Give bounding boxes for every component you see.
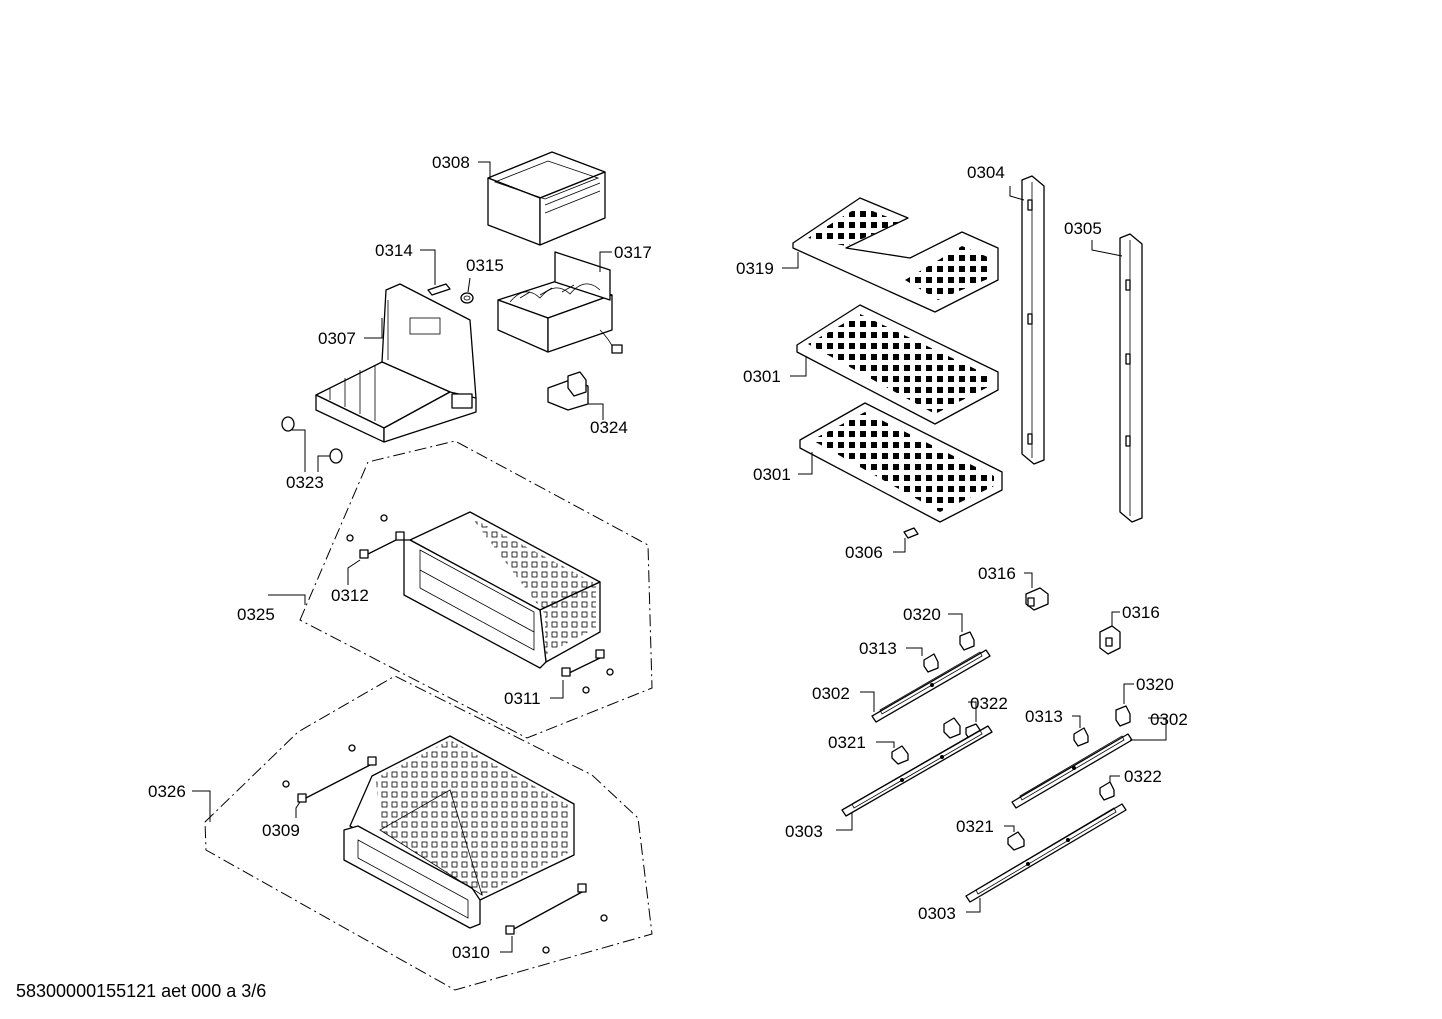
part-0324-bracket[interactable]: [547, 371, 589, 411]
label-0320-b[interactable]: 0320: [1136, 675, 1174, 694]
part-0316-support-a[interactable]: [1025, 587, 1049, 611]
label-0303-b[interactable]: 0303: [918, 904, 956, 923]
part-0301-shelf-upper[interactable]: [796, 304, 999, 425]
part-0301-shelf-lower[interactable]: [799, 402, 1003, 523]
part-0313-clip-a[interactable]: [923, 653, 939, 673]
label-0310[interactable]: 0310: [452, 943, 490, 962]
part-0320-stop-a[interactable]: [959, 631, 975, 651]
label-0305[interactable]: 0305: [1064, 219, 1102, 238]
label-0320-a[interactable]: 0320: [903, 605, 941, 624]
part-0316-support-b[interactable]: [1099, 625, 1121, 655]
part-0311-hooks[interactable]: [561, 649, 614, 694]
label-0324[interactable]: 0324: [590, 418, 628, 437]
part-0303-slide-b[interactable]: [965, 803, 1127, 903]
part-0309-hooks[interactable]: [282, 744, 377, 803]
label-0319[interactable]: 0319: [736, 259, 774, 278]
part-0322-clip-b[interactable]: [1099, 781, 1115, 801]
label-0315[interactable]: 0315: [466, 256, 504, 275]
part-0317-ice-maker[interactable]: [497, 251, 623, 354]
label-0322-b[interactable]: 0322: [1124, 767, 1162, 786]
part-0305-rail[interactable]: [1119, 233, 1143, 523]
part-0306-clip[interactable]: [903, 527, 919, 539]
part-0302-slide-a[interactable]: [871, 649, 991, 723]
label-0313-b[interactable]: 0313: [1025, 707, 1063, 726]
part-0325-upper-basket[interactable]: [403, 511, 601, 669]
label-0316-b[interactable]: 0316: [1122, 603, 1160, 622]
document-id-footer: 58300000155121 aet 000 a 3/6: [16, 981, 267, 1001]
label-0322-a[interactable]: 0322: [970, 694, 1008, 713]
part-0312-hooks[interactable]: [346, 514, 405, 559]
label-0306[interactable]: 0306: [845, 543, 883, 562]
label-0321-b[interactable]: 0321: [956, 817, 994, 836]
part-0310-hooks[interactable]: [505, 883, 608, 954]
part-labels: 0308 0314 0315 0317 0307 0324 0323 0312 …: [148, 153, 1188, 962]
label-0303-a[interactable]: 0303: [785, 822, 823, 841]
part-0302-slide-b[interactable]: [1011, 733, 1133, 809]
part-0321-bracket-b[interactable]: [1007, 831, 1025, 851]
part-0321-bracket-a[interactable]: [891, 745, 909, 765]
part-0308-ice-container[interactable]: [487, 151, 606, 246]
label-0312[interactable]: 0312: [331, 586, 369, 605]
part-0313-clip-b[interactable]: [1073, 727, 1089, 747]
label-0316-a[interactable]: 0316: [978, 564, 1016, 583]
label-0307[interactable]: 0307: [318, 329, 356, 348]
label-0311[interactable]: 0311: [504, 689, 541, 708]
part-0315-ring[interactable]: [460, 292, 474, 304]
label-0309[interactable]: 0309: [262, 821, 300, 840]
part-0307-housing[interactable]: [315, 283, 477, 443]
label-0301-lower[interactable]: 0301: [753, 465, 791, 484]
label-0302-b[interactable]: 0302: [1150, 710, 1188, 729]
label-0323[interactable]: 0323: [286, 473, 324, 492]
label-0321-a[interactable]: 0321: [828, 733, 866, 752]
part-0304-rail[interactable]: [1021, 175, 1045, 465]
label-0304[interactable]: 0304: [967, 163, 1005, 182]
part-0320-stop-b[interactable]: [1115, 705, 1131, 727]
label-0301-upper[interactable]: 0301: [743, 367, 781, 386]
label-0317[interactable]: 0317: [614, 243, 652, 262]
label-0326[interactable]: 0326: [148, 782, 186, 801]
part-0326-lower-basket[interactable]: [343, 735, 575, 929]
part-0323-plug[interactable]: [281, 416, 343, 464]
label-0313-a[interactable]: 0313: [859, 639, 897, 658]
part-0319-shelf[interactable]: [792, 197, 999, 313]
part-0303-slide-a[interactable]: [841, 725, 993, 817]
label-0325[interactable]: 0325: [237, 605, 275, 624]
part-0314-strip[interactable]: [427, 283, 451, 296]
label-0302-a[interactable]: 0302: [812, 684, 850, 703]
label-0308[interactable]: 0308: [432, 153, 470, 172]
label-0314[interactable]: 0314: [375, 241, 413, 260]
